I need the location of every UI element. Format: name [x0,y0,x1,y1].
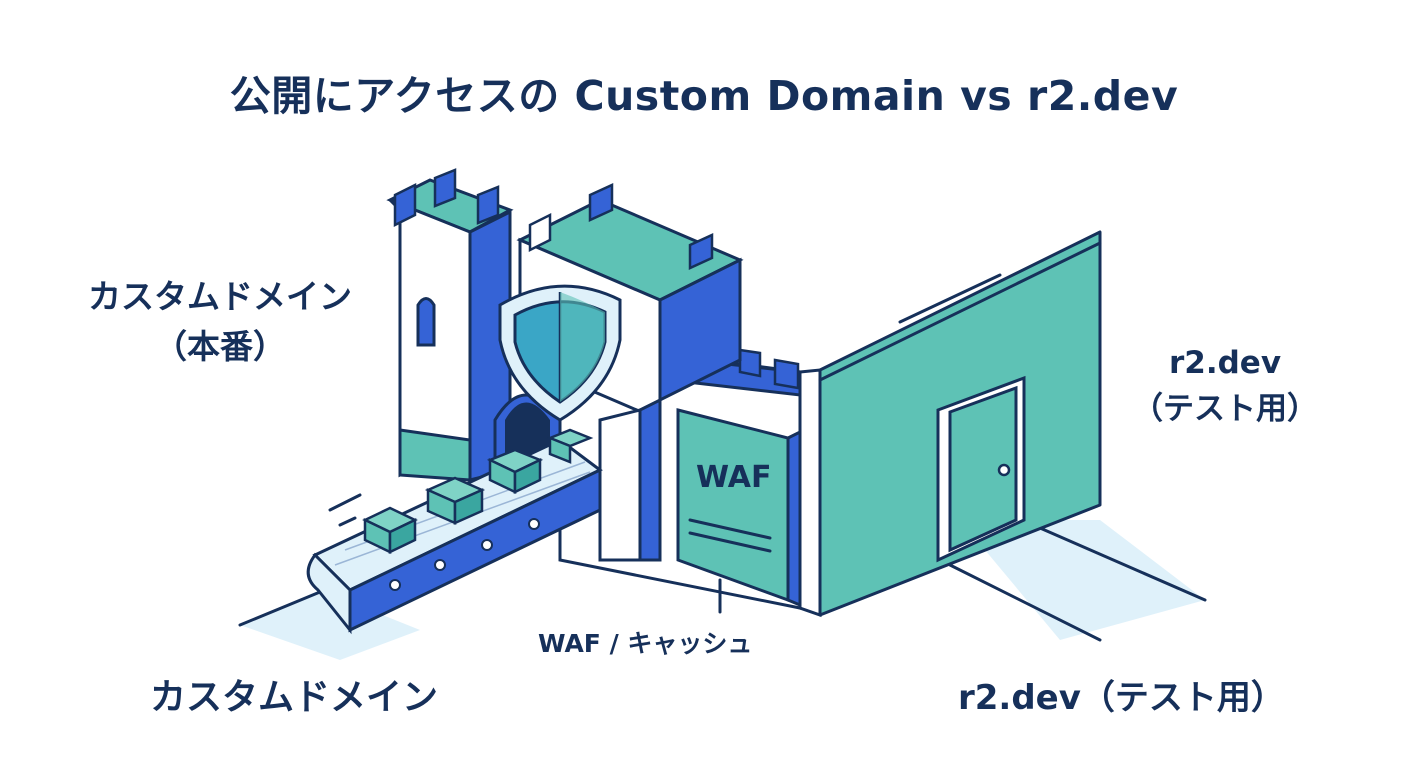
page-title: 公開にアクセスの Custom Domain vs r2.dev [229,72,1179,120]
r2-label-line2: （テスト用） [1132,391,1318,427]
ground-shadows [238,520,1207,660]
r2-label-line1: r2.dev [1168,345,1282,381]
waf-cache-label: WAF / キャッシュ [538,629,753,658]
custom-domain-production-label: カスタムドメイン （本番） [40,272,400,372]
waf-panel-icon [676,408,802,614]
custom-domain-bottom-label: カスタムドメイン [150,677,439,718]
box-icon [362,428,594,554]
waf-panel-label: WAF [696,460,772,495]
custom-domain-label-line1: カスタムドメイン [88,277,352,316]
shield-icon [498,284,622,422]
r2-dev-bottom-label: r2.dev（テスト用） [958,678,1285,718]
door-icon [936,375,1026,563]
custom-domain-label-line2: （本番） [154,327,286,366]
r2-dev-test-label: r2.dev （テスト用） [1100,340,1350,432]
